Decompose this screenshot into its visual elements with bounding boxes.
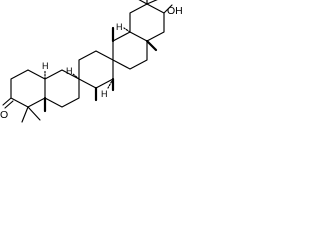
stereo-h-bond-bc (72, 73, 80, 80)
carbonyl-double-bond (2, 97, 14, 109)
chemical-structure: O H H H H OH (0, 0, 183, 123)
stereo-h-ring-ab: H (42, 61, 49, 71)
c20-substituents (138, 0, 173, 14)
stereo-h-ring-bc: H (66, 66, 73, 76)
stereo-h-ring-cd: H (101, 89, 108, 99)
ring-b (44, 69, 80, 108)
carbonyl-oxygen-label: O (0, 109, 8, 121)
methyl-c17 (145, 39, 158, 52)
stereo-h-bond-cd (107, 78, 114, 89)
ring-e (129, 3, 165, 42)
ring-a (10, 69, 46, 108)
stereo-h-bond-de (123, 27, 131, 33)
stereo-h-ring-de: H (116, 22, 123, 32)
ring-d (112, 31, 148, 70)
hydroxyl-group-label: OH (167, 5, 183, 17)
gem-dimethyl-c4 (21, 106, 41, 123)
ring-c (78, 50, 114, 89)
